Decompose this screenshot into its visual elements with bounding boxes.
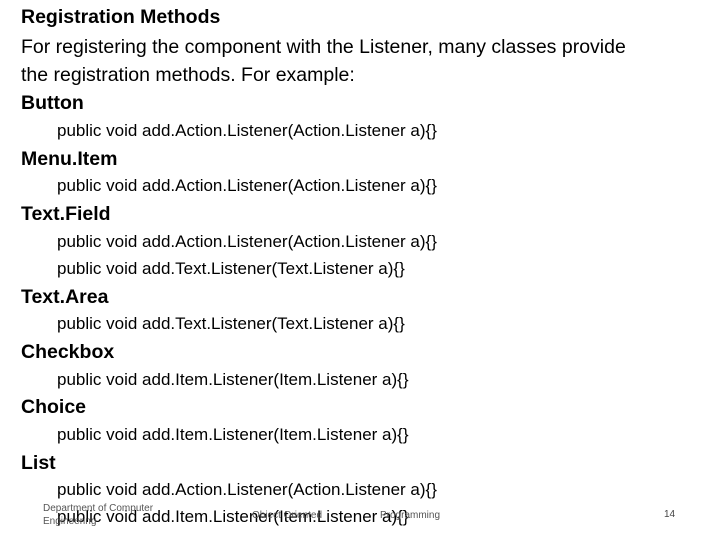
section-heading-list: List — [21, 452, 56, 474]
section-heading-button: Button — [21, 92, 84, 114]
slide-title: Registration Methods — [21, 6, 221, 28]
method-line: public void add.Item.Listener(Item.Liste… — [57, 507, 409, 526]
footer-department-line-2: Engineering — [43, 516, 97, 527]
footer-course-left: Object Oriented — [252, 510, 323, 521]
section-heading-textfield: Text.Field — [21, 203, 111, 225]
method-line: public void add.Text.Listener(Text.Liste… — [57, 314, 405, 333]
method-line: public void add.Action.Listener(Action.L… — [57, 232, 437, 251]
intro-text-line-2: the registration methods. For example: — [21, 64, 355, 86]
intro-text-line-1: For registering the component with the L… — [21, 36, 626, 58]
method-line: public void add.Action.Listener(Action.L… — [57, 176, 437, 195]
section-heading-textarea: Text.Area — [21, 286, 109, 308]
section-heading-checkbox: Checkbox — [21, 341, 115, 363]
method-line: public void add.Action.Listener(Action.L… — [57, 480, 437, 499]
method-line: public void add.Action.Listener(Action.L… — [57, 121, 437, 140]
section-heading-menuitem: Menu.Item — [21, 148, 118, 170]
method-line: public void add.Text.Listener(Text.Liste… — [57, 259, 405, 278]
footer-course-right: Programming — [380, 510, 441, 521]
footer-department-line-1: Department of Computer — [43, 503, 154, 514]
method-line: public void add.Item.Listener(Item.Liste… — [57, 370, 409, 389]
section-heading-choice: Choice — [21, 396, 87, 418]
method-line: public void add.Item.Listener(Item.Liste… — [57, 425, 409, 444]
footer-page-number: 14 — [664, 509, 676, 520]
